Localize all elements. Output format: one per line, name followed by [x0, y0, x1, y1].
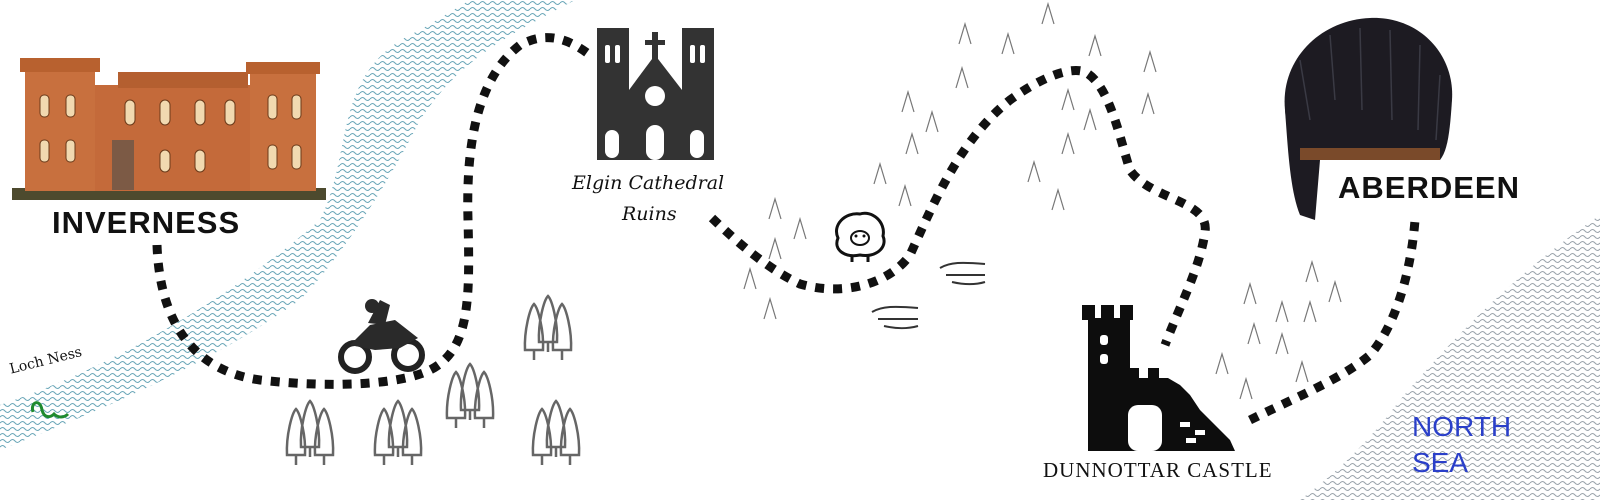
mountain-icon: [955, 65, 969, 89]
mountain-group: [743, 1, 1342, 400]
mountain-icon: [1275, 299, 1289, 323]
mountain-icon: [1051, 187, 1065, 211]
mountain-icon: [958, 21, 972, 45]
dunnottar-castle-icon: [1082, 305, 1235, 451]
mountain-icon: [873, 161, 887, 185]
mountain-icon: [1001, 31, 1015, 55]
elgin-label-line2: Ruins: [622, 203, 677, 225]
sheep-icon: [835, 211, 886, 262]
mountain-icon: [1061, 131, 1075, 155]
tree-icon: [445, 362, 495, 428]
mountain-icon: [1088, 33, 1102, 57]
mountain-icon: [1141, 91, 1155, 115]
tree-icon: [285, 399, 335, 465]
north-sea-label-line1: NORTH: [1412, 411, 1512, 442]
mountain-icon: [768, 236, 782, 260]
elgin-label-line1: Elgin Cathedral: [572, 172, 725, 194]
mountain-icon: [1303, 299, 1317, 323]
wind-icon: [871, 261, 986, 330]
tree-icon: [373, 399, 423, 465]
river-band: [0, 0, 575, 450]
motorcycle-icon: [338, 299, 425, 374]
tree-icon: [531, 399, 581, 465]
mountain-icon: [1239, 376, 1253, 400]
mountain-icon: [1027, 159, 1041, 183]
mountain-icon: [1083, 107, 1097, 131]
mountain-icon: [1143, 49, 1157, 73]
mountain-icon: [1295, 359, 1309, 383]
mountain-icon: [1243, 281, 1257, 305]
north-sea-label-line2: SEA: [1412, 447, 1469, 478]
mountain-icon: [1328, 279, 1342, 303]
mountain-icon: [1275, 331, 1289, 355]
tree-group: [285, 294, 581, 465]
mountain-icon: [793, 216, 807, 240]
mountain-icon: [763, 296, 777, 320]
tree-icon: [523, 294, 573, 360]
mountain-icon: [925, 109, 939, 133]
mountain-icon: [1041, 1, 1055, 25]
inverness-label: INVERNESS: [52, 205, 241, 240]
mountain-icon: [1305, 259, 1319, 283]
north-sea: [1300, 215, 1600, 500]
aberdeen-label: ABERDEEN: [1338, 170, 1520, 205]
cathedral-icon: [597, 28, 714, 160]
mountain-icon: [1215, 351, 1229, 375]
mountain-icon: [1247, 321, 1261, 345]
mountain-icon: [905, 131, 919, 155]
mountain-icon: [768, 196, 782, 220]
loch-ness-monster-icon: [30, 401, 70, 419]
mountain-icon: [898, 183, 912, 207]
mountain-icon: [901, 89, 915, 113]
dunnottar-label: DUNNOTTAR CASTLE: [1043, 458, 1273, 482]
castle-icon: [12, 58, 326, 200]
bearskin-hat-icon: [1284, 17, 1453, 220]
route-path: [152, 33, 1420, 425]
mountain-icon: [1061, 87, 1075, 111]
mountain-icon: [743, 266, 757, 290]
